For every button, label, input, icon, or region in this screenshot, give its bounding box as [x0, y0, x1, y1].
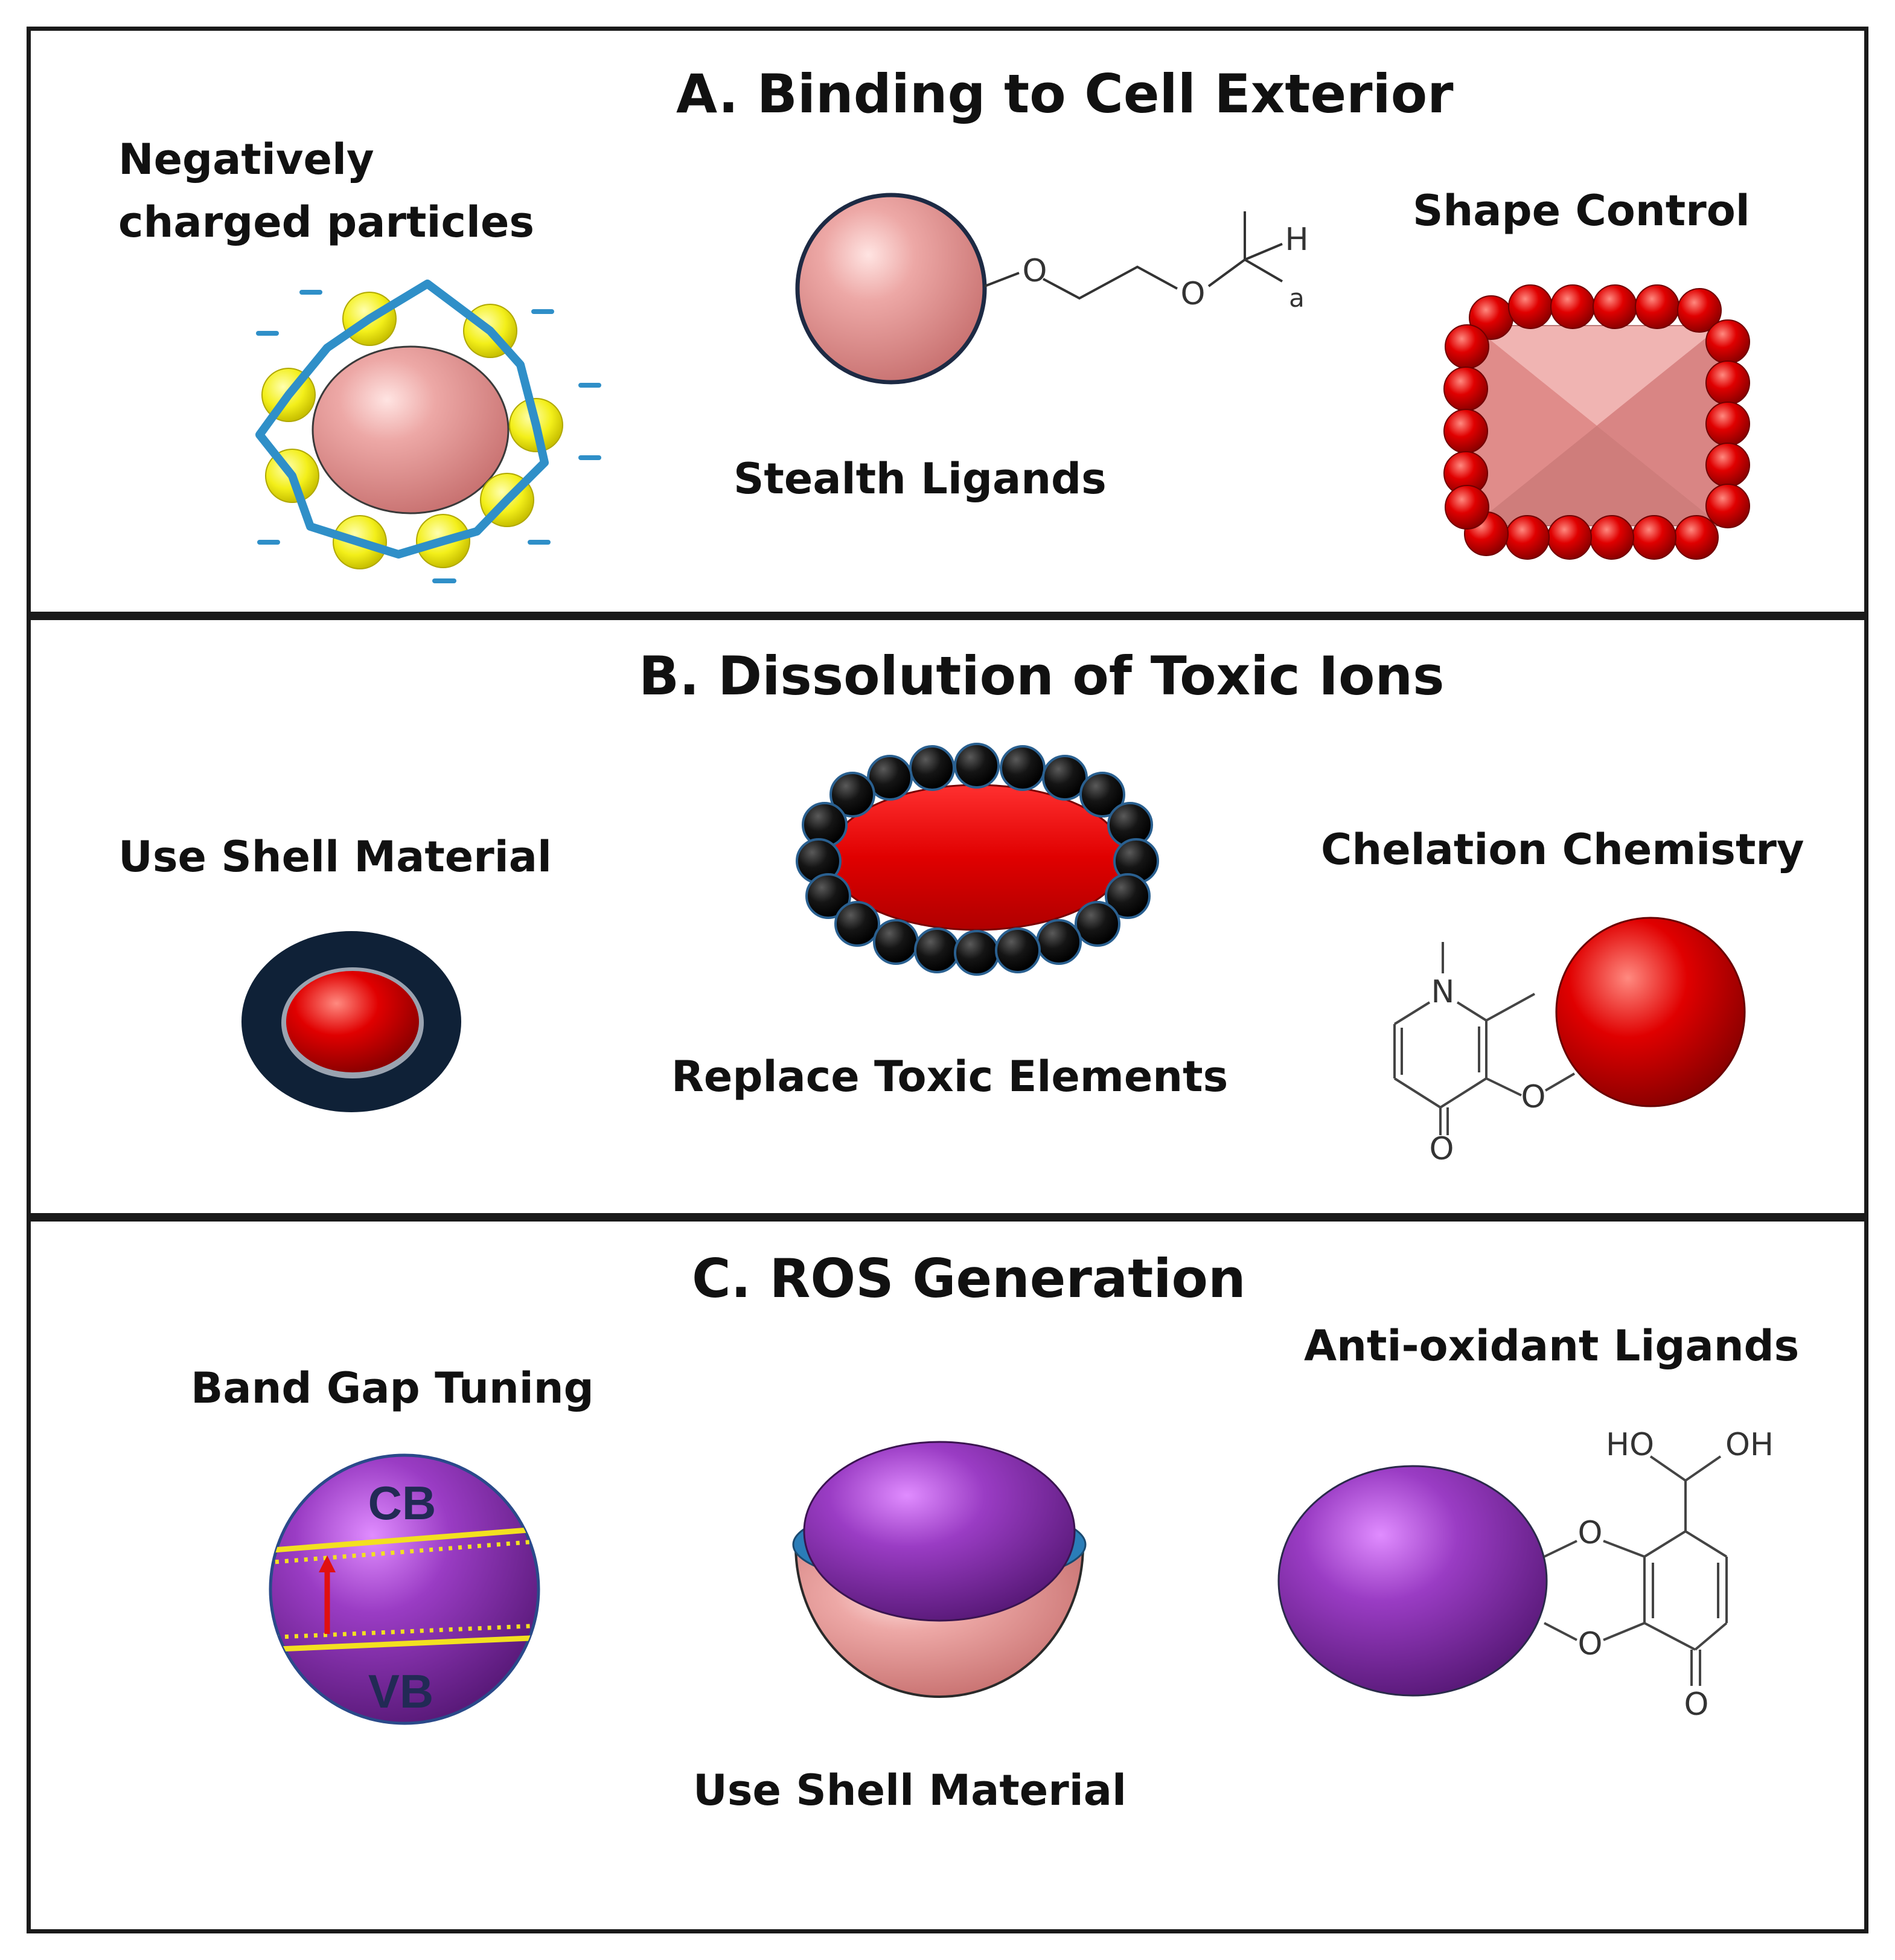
replace-toxic-elements-label: Replace Toxic Elements: [671, 1052, 1229, 1101]
red-core: [286, 971, 419, 1072]
antioxidant-structure: [1544, 1455, 1728, 1686]
anti-oxidant-ligands-label: Anti-oxidant Ligands: [1304, 1321, 1800, 1371]
shape-control-illustration: [1443, 284, 1750, 560]
excitation-arrowhead: [319, 1555, 336, 1572]
antioxidant-oh: OH: [1725, 1427, 1774, 1463]
replace-toxic-illustration: [796, 743, 1159, 976]
cube-facets: [1473, 326, 1721, 525]
band-gap-illustration: CB VB: [269, 1453, 540, 1725]
antioxidant-o-top: O: [1578, 1515, 1603, 1551]
chelation-o-carbonyl: O: [1430, 1131, 1454, 1167]
black-beads: [796, 743, 1159, 976]
chelation-n: N: [1431, 974, 1455, 1010]
valence-band-label: VB: [368, 1665, 433, 1718]
red-beads: [1443, 284, 1750, 560]
negative-charges: [256, 290, 601, 583]
panel-b-title: B. Dissolution of Toxic Ions: [639, 645, 1445, 707]
stealth-o2: O: [1181, 276, 1206, 312]
antioxidant-o-bottom: O: [1578, 1626, 1603, 1662]
chelation-illustration: N O O: [1393, 917, 1746, 1167]
antioxidant-ho: HO: [1606, 1427, 1654, 1463]
antioxidant-o-carbonyl: O: [1684, 1686, 1709, 1723]
negatively-charged-particle-illustration: [255, 280, 601, 583]
stealth-ligand-illustration: O O H a: [795, 193, 1309, 385]
red-sphere: [1555, 917, 1746, 1107]
chelation-chemistry-label: Chelation Chemistry: [1321, 825, 1804, 874]
chelation-o-bridge: O: [1521, 1079, 1546, 1115]
stealth-o1: O: [1023, 253, 1047, 289]
conduction-band-label: CB: [368, 1476, 436, 1529]
pyridinone-structure: [1393, 942, 1576, 1135]
polymer-chain: [255, 280, 549, 559]
stealth-h: H: [1285, 222, 1308, 258]
panel-c-title: C. ROS Generation: [692, 1247, 1246, 1310]
anti-oxidant-illustration: HO OH O O O: [1277, 1427, 1774, 1723]
band-gap-tuning-label: Band Gap Tuning: [191, 1363, 594, 1413]
stealth-ligands-label: Stealth Ligands: [733, 454, 1107, 504]
purple-ellipsoid: [1277, 1465, 1548, 1697]
core-shell-illustration: [241, 931, 461, 1112]
shell-cup-illustration: [792, 1441, 1087, 1698]
purple-core: [803, 1441, 1076, 1622]
energy-bands: [270, 1526, 538, 1653]
pink-core: [312, 345, 510, 514]
peg-chain: [984, 211, 1283, 300]
pink-sphere: [795, 193, 987, 385]
negatively-charged-label: Negatively charged particles: [118, 135, 535, 247]
shape-control-label: Shape Control: [1413, 186, 1750, 235]
use-shell-material-c-label: Use Shell Material: [693, 1766, 1127, 1815]
stealth-subscript: a: [1289, 283, 1305, 313]
purple-sphere: [269, 1453, 540, 1725]
panel-a-title: A. Binding to Cell Exterior: [676, 63, 1454, 125]
use-shell-material-b-label: Use Shell Material: [118, 832, 552, 882]
